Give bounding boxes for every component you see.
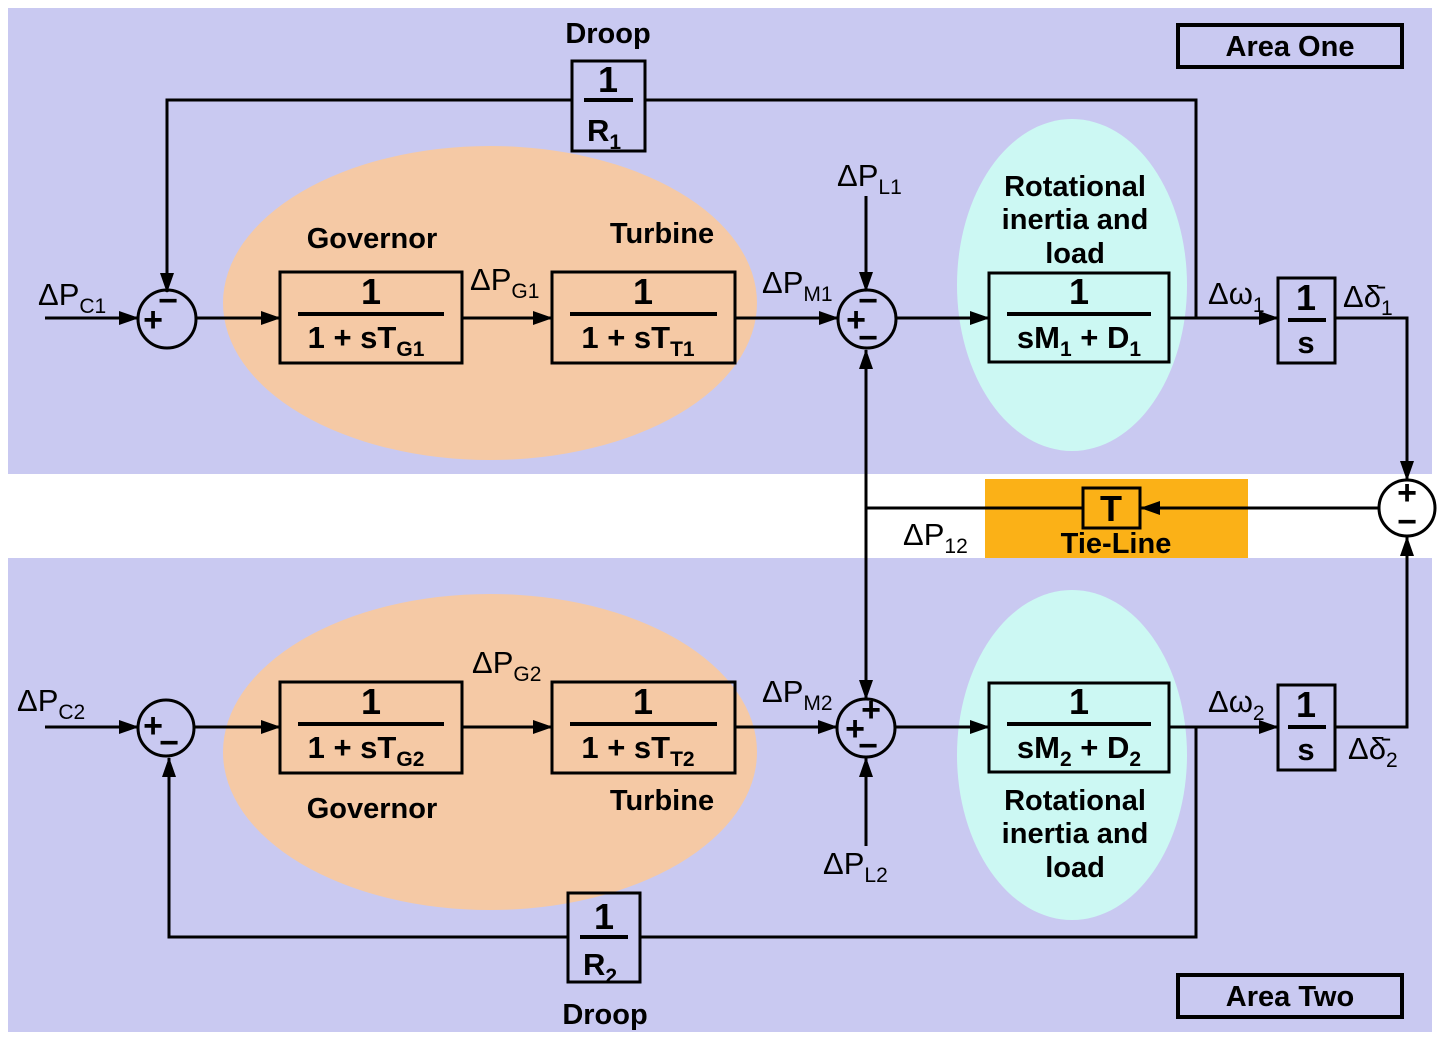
signal-dpg1: ΔPG1 (470, 262, 539, 303)
sign-left: + (846, 301, 866, 339)
droop1-numerator: 1 (598, 59, 618, 100)
turbine1-block: 1 1 + sTT1 (550, 270, 737, 365)
svg-text:load: load (1045, 852, 1105, 884)
governor2-numerator: 1 (361, 681, 381, 722)
inertia1-denominator: sM1 + D1 (1017, 320, 1141, 361)
sign-left: + (845, 710, 865, 748)
signal-dpm1: ΔPM1 (762, 265, 833, 306)
wire-droop1-feedback (160, 98, 572, 293)
area-one-label: Area One (1226, 31, 1355, 63)
inertia2-numerator: 1 (1069, 681, 1089, 722)
turbine2-denominator: 1 + sTT2 (581, 730, 694, 771)
governor1-numerator: 1 (361, 271, 381, 312)
turbine1-denominator: 1 + sTT1 (581, 320, 695, 361)
wire-delta2-to-tie-junction (1335, 536, 1414, 729)
inertia2-denominator: sM2 + D2 (1017, 730, 1141, 771)
turbine1-title: Turbine (610, 218, 714, 250)
turbine2-title: Turbine (610, 785, 714, 817)
svg-text:load: load (1045, 238, 1105, 270)
governor1-denominator: 1 + sTG1 (308, 320, 425, 361)
wire-droop2-takeoff (640, 727, 1198, 939)
area-two-label: Area Two (1226, 981, 1354, 1013)
wire-droop2-feedback (162, 757, 568, 939)
summing-junction-tie: + − (1377, 474, 1437, 541)
signal-dp12: ΔP12 (903, 517, 968, 558)
governor2-title: Governor (307, 793, 438, 825)
inertia-highlight-area2 (957, 590, 1187, 920)
summing-junction-area2-input: + − (136, 698, 196, 762)
svg-text:inertia and: inertia and (1002, 204, 1149, 236)
integrator1-denominator: s (1297, 325, 1314, 360)
integrator2-block: 1 s (1276, 683, 1337, 772)
turbine1-numerator: 1 (633, 271, 653, 312)
integrator2-denominator: s (1297, 732, 1314, 767)
sign-bottom: − (858, 727, 878, 765)
summing-junction-area2-mid: + + − (835, 691, 897, 765)
governor1-block: 1 1 + sTG1 (278, 270, 464, 365)
integrator2-numerator: 1 (1296, 684, 1316, 725)
governor1-title: Governor (307, 223, 438, 255)
governor-turbine-highlight-area1 (223, 146, 757, 460)
tie-line-block: T (1081, 486, 1142, 530)
signal-dpc2: ΔPC2 (17, 683, 85, 724)
sign-left: + (143, 707, 163, 745)
droop2-block: 1 R2 (566, 891, 642, 988)
sign-top: + (861, 691, 881, 729)
svg-text:Rotational: Rotational (1004, 171, 1146, 203)
signal-dd1: Δδ̄1 (1343, 279, 1393, 320)
sign-top: − (858, 282, 878, 320)
inertia2-title: Rotational inertia and load (1002, 785, 1149, 884)
summing-junction-area1-mid: − + − (836, 282, 898, 357)
signal-dpl1: ΔPL1 (837, 158, 902, 199)
tie-line-highlight (985, 479, 1248, 558)
signal-dw2: Δω2 (1208, 684, 1265, 725)
tie-line-title: Tie-Line (1061, 528, 1172, 560)
area-one-label-box: Area One (1176, 23, 1404, 69)
droop1-block: 1 R1 (570, 59, 647, 154)
sign-top: + (1397, 474, 1417, 512)
signal-dd2: Δδ̄2 (1348, 731, 1398, 772)
turbine2-numerator: 1 (633, 681, 653, 722)
signal-dw1: Δω1 (1208, 276, 1265, 317)
integrator1-numerator: 1 (1296, 277, 1316, 318)
signal-dpl2: ΔPL2 (823, 846, 888, 887)
droop1-denominator: R1 (587, 113, 621, 154)
svg-text:Rotational: Rotational (1004, 785, 1146, 817)
inertia1-title: Rotational inertia and load (1002, 171, 1149, 270)
wire-droop1-takeoff (645, 98, 1198, 318)
droop2-title: Droop (562, 999, 647, 1031)
signal-dpm2: ΔPM2 (762, 674, 833, 715)
sign-bottom: − (159, 724, 179, 762)
signal-dpc1: ΔPC1 (38, 277, 106, 318)
inertia1-block: 1 sM1 + D1 (987, 271, 1171, 364)
sign-bottom: − (858, 319, 878, 357)
turbine2-block: 1 1 + sTT2 (550, 680, 737, 775)
sign-top: − (158, 282, 178, 320)
governor2-denominator: 1 + sTG2 (308, 730, 425, 771)
signal-dpg2: ΔPG2 (472, 645, 541, 686)
area-two-label-box: Area Two (1176, 973, 1404, 1019)
integrator1-block: 1 s (1276, 276, 1337, 365)
droop1-title: Droop (565, 18, 650, 50)
wire-delta1-to-tie-junction (1335, 316, 1414, 481)
sign-bottom: − (1397, 503, 1417, 541)
inertia-highlight-area1 (957, 119, 1187, 451)
governor2-block: 1 1 + sTG2 (278, 680, 464, 775)
inertia2-block: 1 sM2 + D2 (987, 681, 1171, 774)
sign-left: + (143, 301, 163, 339)
svg-text:inertia and: inertia and (1002, 818, 1149, 850)
droop2-numerator: 1 (594, 896, 614, 937)
inertia1-numerator: 1 (1069, 271, 1089, 312)
tie-line-gain: T (1100, 488, 1122, 529)
droop2-denominator: R2 (583, 947, 617, 988)
summing-junction-area1-input: − + (136, 282, 198, 350)
governor-turbine-highlight-area2 (223, 594, 757, 910)
